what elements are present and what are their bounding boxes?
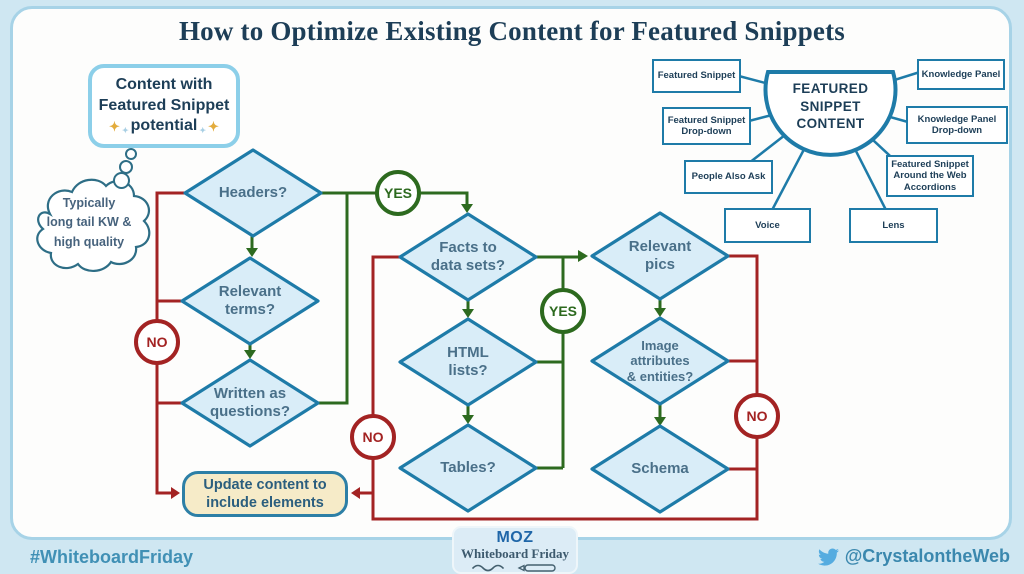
no-circle: NO (350, 414, 396, 460)
thought-cloud (36, 178, 151, 272)
twitter-bird-icon (817, 548, 839, 566)
mindmap-box-knowledge-panel: Knowledge Panel (917, 59, 1005, 90)
twitter-handle-text: @CrystalontheWeb (844, 546, 1010, 566)
potential-line-2: Featured Snippet (98, 96, 230, 114)
potential-line-3: potential (130, 117, 198, 135)
diamond-tables: Tables? (397, 423, 539, 513)
moz-logo: MOZ (496, 529, 534, 546)
marker-squiggle-icon (472, 563, 556, 572)
mindmap-box-lens: Lens (849, 208, 938, 243)
diamond-relevant-terms: Relevant terms? (179, 256, 321, 346)
hashtag-label: #WhiteboardFriday (30, 547, 194, 567)
mindmap-box-fs-accordions: Featured Snippet Around the Web Accordio… (886, 155, 974, 197)
potential-box: Content with Featured Snippet ✦✦ potenti… (88, 64, 240, 148)
mindmap-box-fs-dropdown: Featured Snippet Drop-down (662, 107, 751, 145)
diamond-headers: Headers? (182, 148, 324, 238)
no-circle: NO (734, 393, 780, 439)
sparkle-icon: ✦ (199, 125, 207, 135)
potential-line-1: Content with (115, 75, 213, 93)
mindmap-center-semicircle (763, 70, 898, 157)
yes-circle: YES (375, 170, 421, 216)
no-arrowheads (171, 487, 360, 499)
diamond-relevant-pics: Relevant pics (589, 211, 731, 301)
cloud-label: Typically long tail KW & high quality (46, 196, 132, 249)
sparkle-icon: ✦ (121, 125, 129, 135)
update-content-box: Update content to include elements (182, 471, 348, 517)
mindmap-box-people-also-ask: People Also Ask (684, 160, 773, 194)
thought-bubble-icon (113, 172, 130, 189)
diamond-facts-data-sets: Facts to data sets? (397, 212, 539, 302)
no-circle: NO (134, 319, 180, 365)
twitter-handle: @CrystalontheWeb (817, 546, 1010, 567)
sparkle-icon: ✦ (208, 119, 219, 135)
diamond-html-lists: HTML lists? (397, 317, 539, 407)
diamond-schema: Schema (589, 424, 731, 514)
mindmap-box-featured-snippet: Featured Snippet (652, 59, 741, 93)
diamond-image-attributes: Image attributes & entities? (589, 316, 731, 406)
page-title: How to Optimize Existing Content for Fea… (178, 16, 846, 46)
mindmap-box-voice: Voice (724, 208, 811, 243)
diamond-written-questions: Written as questions? (179, 358, 321, 448)
moz-badge: MOZ Whiteboard Friday (452, 526, 578, 574)
thought-bubble-icon (125, 148, 137, 160)
yes-circle: YES (540, 288, 586, 334)
mindmap-box-kp-dropdown: Knowledge Panel Drop-down (906, 106, 1008, 144)
mindmap-center-label: FEATURED SNIPPET CONTENT (792, 81, 869, 132)
yes-arrowheads (244, 204, 666, 426)
sparkle-icon: ✦ (109, 119, 120, 135)
series-label: Whiteboard Friday (461, 546, 569, 561)
